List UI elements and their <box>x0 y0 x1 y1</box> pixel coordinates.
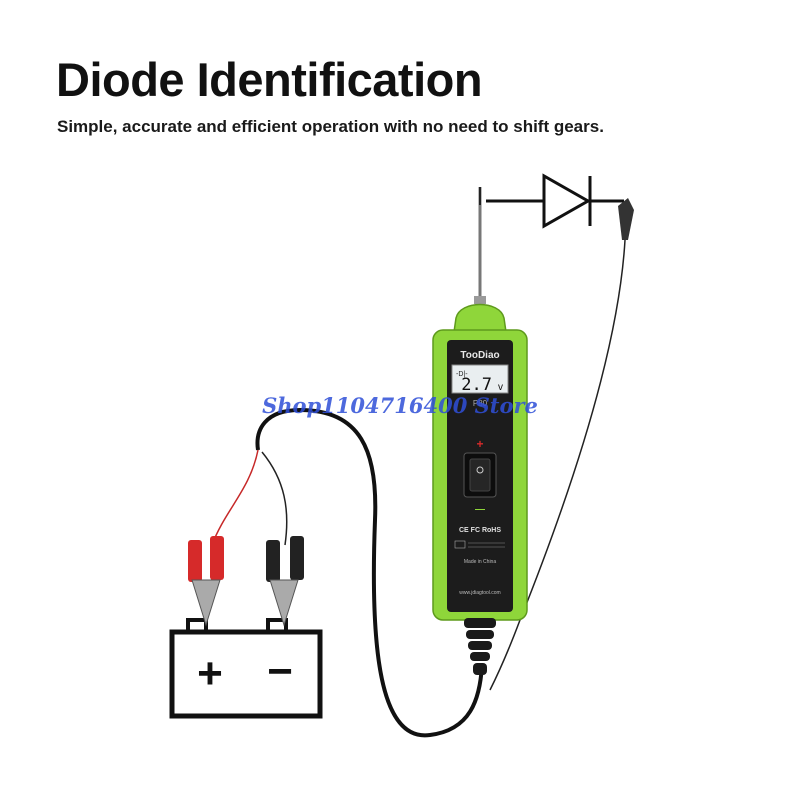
switch-minus-label: — <box>475 504 485 515</box>
display-value: 2.7 <box>461 375 492 395</box>
switch-plus-label: + <box>476 437 483 451</box>
device-brand: TooDiao <box>460 350 499 361</box>
clip-wires <box>211 449 288 546</box>
certification-marks: CE FC RoHS <box>459 527 501 534</box>
made-in-label: Made in China <box>464 559 496 565</box>
diode-clip <box>489 198 634 691</box>
display-unit: v <box>498 382 503 393</box>
battery-icon: + − <box>169 618 323 719</box>
display-diode-symbol: -D|- <box>456 371 468 378</box>
red-alligator-clip-icon <box>188 536 224 627</box>
battery-plus-label: + <box>197 649 223 698</box>
device-model: P80 <box>473 399 488 408</box>
diode-symbol-icon <box>486 173 624 229</box>
tester-device: TooDiao -D|- 2.7 v P80 + — CE FC RoHS Ma… <box>432 303 528 675</box>
website-label: www.jdiagtool.com <box>459 590 500 596</box>
battery-minus-label: − <box>267 647 293 696</box>
power-cable <box>255 407 484 738</box>
probe-tip <box>474 187 486 304</box>
black-alligator-clip-icon <box>266 536 304 627</box>
page-subtitle: Simple, accurate and efficient operation… <box>57 117 604 136</box>
page-title: Diode Identification <box>56 53 483 106</box>
store-watermark: Shop1104716400 Store <box>262 393 538 418</box>
